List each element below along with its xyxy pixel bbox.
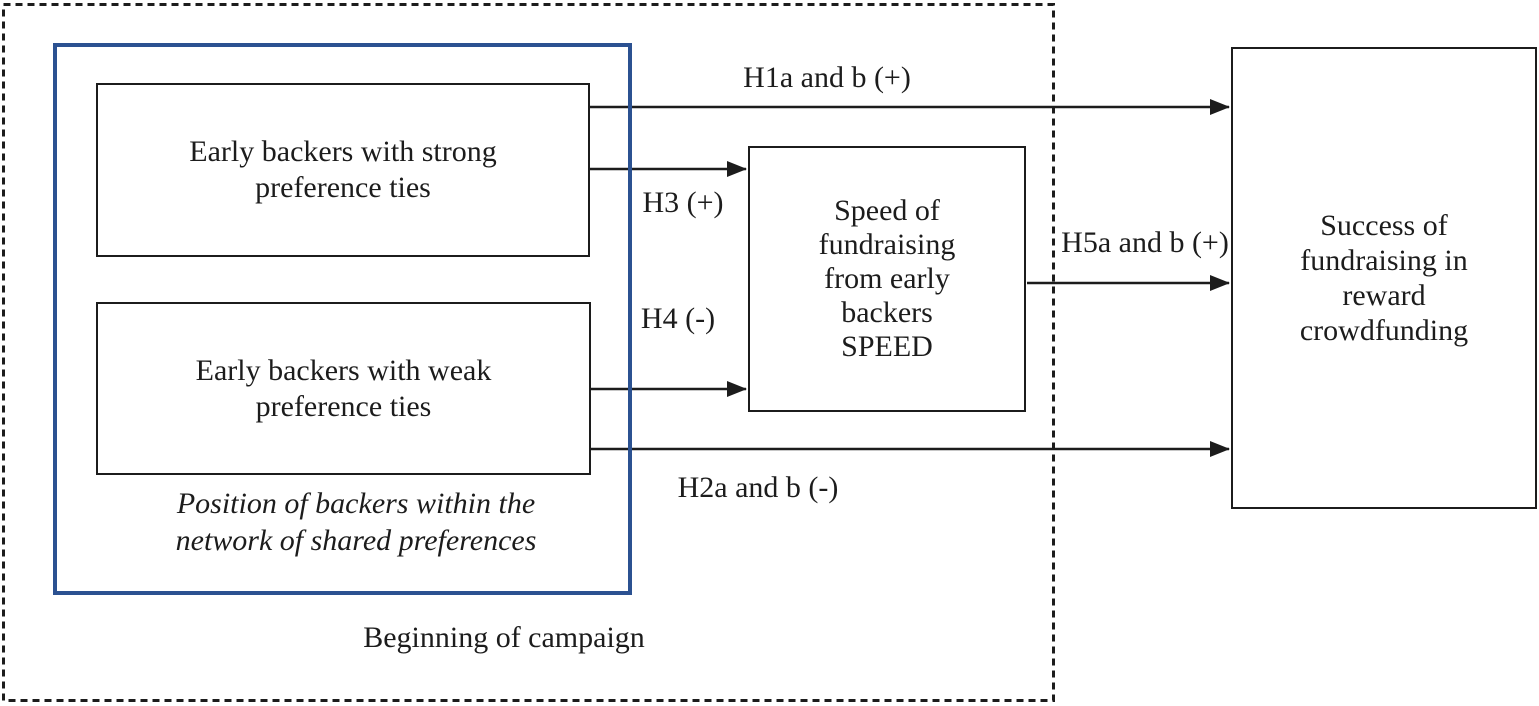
success-label-line1: Success of: [1320, 209, 1448, 242]
hypothesis-label-h1: H1a and b (+): [743, 61, 911, 94]
speed-label-line5: SPEED: [841, 330, 933, 363]
speed-label-line1: Speed of: [834, 194, 940, 227]
hypothesis-label-h2: H2a and b (-): [677, 471, 839, 504]
success-label-line2: fundraising in: [1300, 244, 1468, 277]
strong-ties-box: Early backers with strong preference tie…: [96, 83, 590, 257]
caption-line1: Position of backers within the: [176, 487, 536, 520]
strong-ties-label-line1: Early backers with strong: [189, 135, 497, 168]
success-box: Success of fundraising in reward crowdfu…: [1231, 47, 1537, 509]
strong-ties-label-line2: preference ties: [255, 171, 431, 204]
caption-line2: network of shared preferences: [175, 524, 537, 557]
success-label-line3: reward: [1342, 279, 1426, 312]
hypothesis-label-h3: H3 (+): [642, 186, 724, 219]
hypothesis-label-h4: H4 (-): [640, 302, 716, 335]
network-position-caption: Position of backers within the network o…: [176, 485, 537, 559]
speed-label-line3: from early: [824, 262, 950, 295]
success-label-line4: crowdfunding: [1299, 314, 1469, 347]
weak-ties-box: Early backers with weak preference ties: [96, 302, 591, 475]
hypothesis-label-h5: H5a and b (+): [1061, 226, 1229, 259]
beginning-of-campaign-label: Beginning of campaign: [363, 621, 645, 654]
speed-label-line4: backers: [841, 296, 933, 329]
speed-box: Speed of fundraising from early backers …: [748, 146, 1026, 412]
weak-ties-label-line2: preference ties: [255, 389, 432, 423]
speed-label-line2: fundraising: [818, 228, 956, 261]
weak-ties-label-line1: Early backers with weak: [195, 353, 492, 387]
